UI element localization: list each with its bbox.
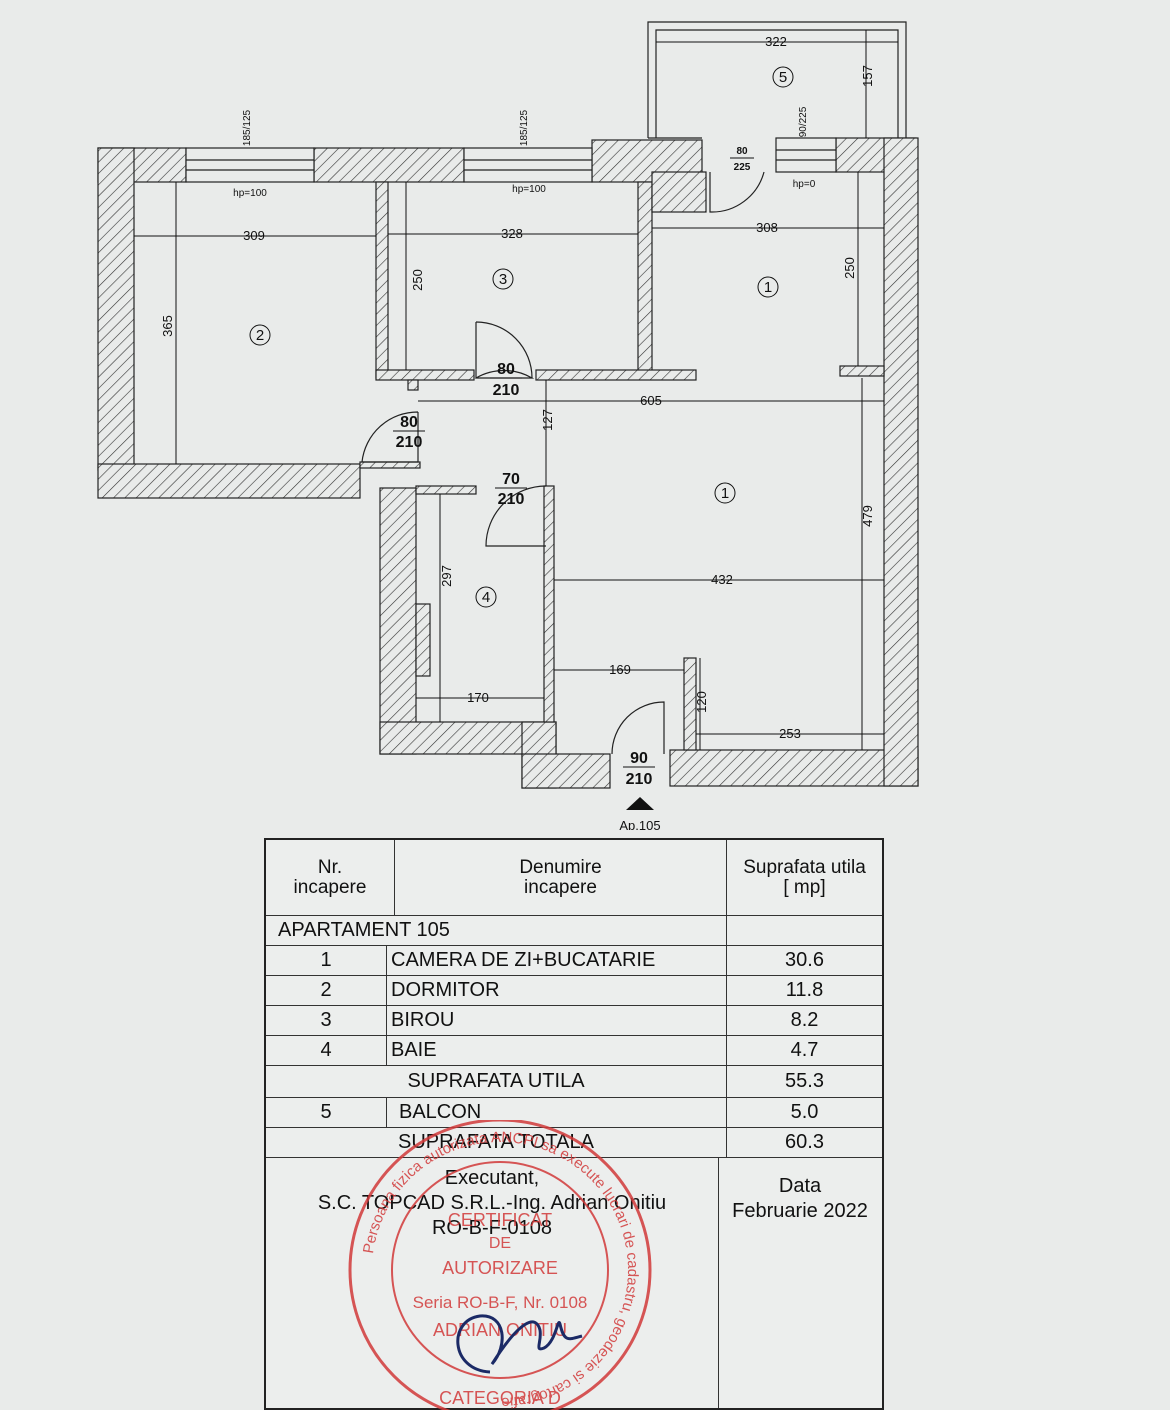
svg-text:4: 4: [482, 589, 490, 606]
balcony-row: 5 BALCON 5.0: [266, 1098, 882, 1128]
dim-365: 365: [160, 315, 175, 337]
dim-328: 328: [501, 226, 523, 241]
svg-text:70: 70: [502, 471, 520, 488]
dim-157: 157: [860, 65, 875, 87]
table-row: 4 BAIE 4.7: [266, 1036, 882, 1066]
svg-text:1: 1: [721, 485, 729, 502]
svg-text:80: 80: [497, 361, 515, 378]
dim-605: 605: [640, 393, 662, 408]
dimension-lines: [134, 30, 898, 750]
door-label-entrance: 90 210: [623, 750, 655, 788]
balcony-outline: [647, 21, 907, 139]
header-name: Denumire incapere: [394, 840, 726, 915]
table-row: 1 CAMERA DE ZI+BUCATARIE 30.6: [266, 946, 882, 976]
table-row: 3 BIROU 8.2: [266, 1006, 882, 1036]
dim-253: 253: [779, 726, 801, 741]
dim-127: 127: [540, 409, 555, 431]
svg-text:210: 210: [498, 491, 525, 508]
svg-text:80: 80: [736, 146, 748, 157]
room-number-4: 4: [475, 586, 497, 608]
floor-plan: 309 328 308 365 250 250 605 127 479 432 …: [97, 21, 919, 830]
useful-area-label: SUPRAFATA UTILA: [407, 1070, 585, 1092]
header-nr: Nr. incapere: [293, 856, 367, 898]
window-mark-3: 90/225: [798, 106, 809, 137]
apartment-label: APARTAMENT 105: [278, 919, 450, 941]
svg-text:210: 210: [626, 771, 653, 788]
door-swings: [361, 171, 765, 755]
entrance-arrow-icon: [626, 797, 654, 810]
room-number-3: 3: [492, 268, 514, 290]
window-mark-2: 185/125: [519, 109, 530, 146]
dim-297: 297: [439, 565, 454, 587]
svg-text:3: 3: [499, 271, 507, 288]
hp-label-1: hp=100: [233, 188, 267, 199]
door-label-balcony: 80 225: [730, 146, 754, 173]
entrance-label: Ap.105: [619, 818, 660, 830]
svg-text:90: 90: [630, 750, 648, 767]
total-area-value: 60.3: [726, 1128, 882, 1157]
dim-120: 120: [694, 691, 709, 713]
dim-250-right: 250: [842, 257, 857, 279]
svg-text:225: 225: [734, 162, 751, 173]
svg-text:210: 210: [493, 382, 520, 399]
dim-169: 169: [609, 662, 631, 677]
door-label-birou: 80 210: [490, 361, 522, 399]
table-header: Nr. incapere Denumire incapere Suprafata…: [266, 840, 882, 916]
svg-text:80: 80: [400, 414, 418, 431]
room-number-2: 2: [249, 324, 271, 346]
dim-322: 322: [765, 34, 787, 49]
dim-432: 432: [711, 572, 733, 587]
dim-308: 308: [756, 220, 778, 235]
table-row: 2 DORMITOR 11.8: [266, 976, 882, 1006]
hp-label-2: hp=100: [512, 184, 546, 195]
useful-area-row: SUPRAFATA UTILA 55.3: [266, 1066, 882, 1098]
hp-label-3: hp=0: [793, 179, 816, 190]
area-table: Nr. incapere Denumire incapere Suprafata…: [264, 838, 884, 1410]
dim-250-left: 250: [410, 269, 425, 291]
room-number-5: 5: [772, 66, 794, 88]
useful-area-value: 55.3: [726, 1066, 882, 1097]
window-mark-1: 185/125: [242, 109, 253, 146]
room-number-1-top: 1: [757, 276, 779, 298]
executant-block: Executant, S.C. TOPCAD S.R.L.-Ing. Adria…: [317, 1167, 667, 1239]
date-block: Data Februarie 2022: [732, 1175, 868, 1222]
apartment-row: APARTAMENT 105: [266, 916, 882, 946]
door-label-dormitor: 80 210: [393, 414, 425, 451]
svg-text:5: 5: [779, 69, 787, 86]
dim-309: 309: [243, 228, 265, 243]
total-area-label: SUPRAFATA TOTALA: [398, 1131, 594, 1153]
svg-text:210: 210: [396, 434, 423, 451]
walls: [97, 137, 919, 789]
door-label-baie: 70 210: [495, 471, 527, 508]
room-number-1-main: 1: [714, 482, 736, 504]
dim-479: 479: [860, 505, 875, 527]
table-footer: Executant, S.C. TOPCAD S.R.L.-Ing. Adria…: [266, 1158, 882, 1408]
dim-170: 170: [467, 690, 489, 705]
header-area: Suprafata utila [ mp]: [726, 840, 882, 915]
svg-text:1: 1: [764, 279, 772, 296]
svg-text:2: 2: [256, 327, 264, 344]
total-area-row: SUPRAFATA TOTALA 60.3: [266, 1128, 882, 1158]
